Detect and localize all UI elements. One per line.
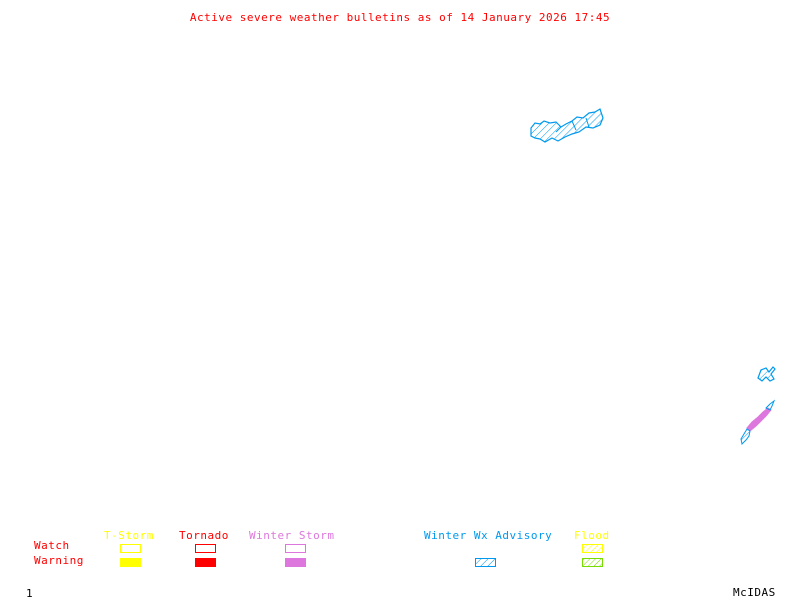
advisory-area-upper-inner — [555, 117, 590, 133]
legend-winter-wx-advisory-box — [475, 558, 496, 567]
software-label: McIDAS — [733, 586, 776, 599]
legend-tornado-warning-box — [195, 558, 216, 567]
advisory-area-east-tail[interactable] — [740, 428, 751, 446]
advisory-area-east-tip[interactable] — [765, 399, 776, 411]
legend-row-warning: Warning — [34, 554, 84, 567]
legend-tstorm-warning-box — [120, 558, 141, 567]
legend-winter-storm-warning-box — [285, 558, 306, 567]
legend-flood-warning-box — [582, 558, 603, 567]
winter-storm-warning-area[interactable] — [746, 407, 772, 432]
legend-label-tornado: Tornado — [179, 529, 229, 542]
advisory-area-upper[interactable] — [530, 108, 604, 143]
legend-tornado-watch-box — [195, 544, 216, 553]
advisory-area-east-small[interactable] — [757, 366, 776, 382]
bulletin-title: Active severe weather bulletins as of 14… — [189, 11, 611, 24]
legend-winter-storm-watch-box — [285, 544, 306, 553]
legend-row-watch: Watch — [34, 539, 70, 552]
legend-label-tstorm: T-Storm — [104, 529, 154, 542]
legend-tstorm-watch-box — [120, 544, 141, 553]
legend-flood-watch-box — [582, 544, 603, 553]
legend-label-winter-wx-advisory: Winter Wx Advisory — [424, 529, 553, 542]
frame-number: 1 — [26, 587, 34, 600]
legend-label-winter-storm: Winter Storm — [249, 529, 335, 542]
legend-label-flood: Flood — [574, 529, 610, 542]
